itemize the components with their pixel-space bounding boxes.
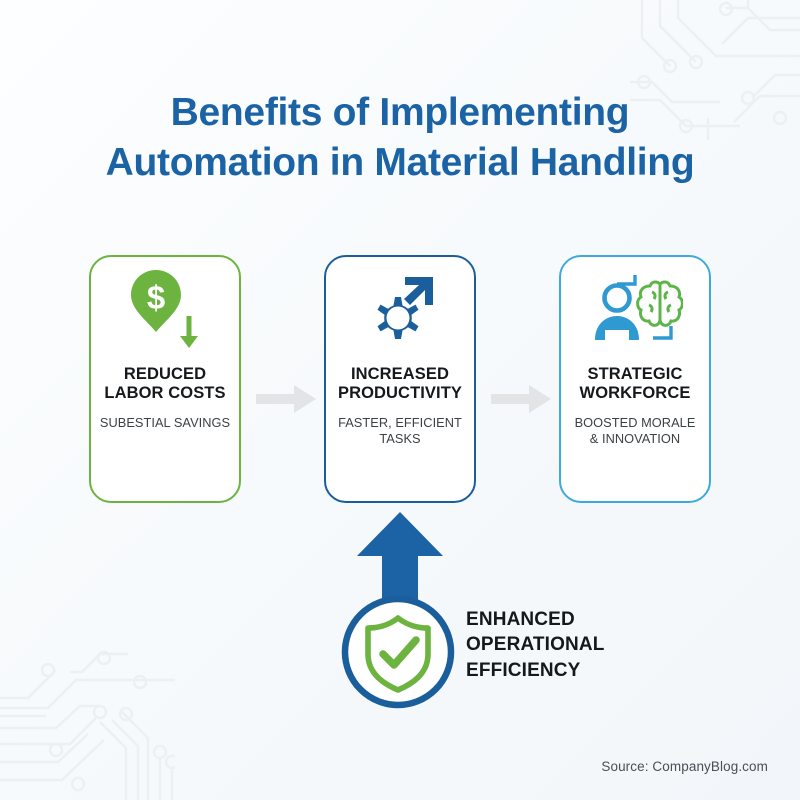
page-title-line-1: Benefits of Implementing [170, 91, 630, 135]
benefit-card-subtitle: SUBESTIAL SAVINGS [95, 415, 235, 431]
benefit-card-title: REDUCED LABOR COSTS [98, 365, 231, 404]
benefit-card-title: INCREASED PRODUCTIVITY [332, 365, 468, 404]
page-title: Benefits of Implementing Automation in M… [0, 88, 800, 188]
benefit-card-subtitle-line-1: BOOSTED MORALE [574, 414, 696, 430]
benefit-card-subtitle-line-1: SUBESTIAL SAVINGS [99, 414, 231, 430]
arrow-right-icon [256, 385, 316, 413]
benefit-card-subtitle-line-2: & INNOVATION [589, 430, 681, 446]
benefit-card-title-line-2: LABOR COSTS [104, 384, 226, 403]
badge-label-line-2: OPERATIONAL [466, 634, 605, 656]
benefit-card-increased-productivity[interactable]: INCREASED PRODUCTIVITY FASTER, EFFICIENT… [324, 255, 476, 503]
arrow-right-icon [491, 385, 551, 413]
gear-growth-arrow-icon [326, 257, 474, 365]
badge-label-line-3: EFFICIENCY [466, 659, 581, 681]
shield-check-icon [341, 595, 455, 709]
badge-label-line-1: ENHANCED [466, 609, 575, 630]
source-credit: Source: CompanyBlog.com [601, 759, 768, 774]
svg-text:$: $ [147, 279, 165, 316]
benefit-cards-row: $ REDUCED LABOR COSTS SUBESTIAL SAVINGS [0, 255, 800, 505]
benefit-card-subtitle: BOOSTED MORALE & INNOVATION [570, 415, 701, 447]
circuit-pattern-bottom-left [0, 650, 175, 800]
benefit-card-reduced-labor-costs[interactable]: $ REDUCED LABOR COSTS SUBESTIAL SAVINGS [89, 255, 241, 503]
arrow-up-icon [357, 512, 443, 617]
benefit-card-title-line-1: STRATEGIC [587, 365, 683, 383]
benefit-card-subtitle-line-1: FASTER, EFFICIENT TASKS [338, 414, 462, 446]
page-title-line-2: Automation in Material Handling [105, 141, 695, 185]
benefit-card-subtitle: FASTER, EFFICIENT TASKS [326, 415, 474, 447]
person-brain-icon [561, 257, 709, 365]
benefit-card-title-line-1: INCREASED [350, 365, 450, 383]
benefit-card-title-line-2: WORKFORCE [579, 384, 691, 403]
benefit-card-title-line-1: REDUCED [123, 365, 207, 383]
benefit-card-title-line-2: PRODUCTIVITY [337, 384, 463, 403]
badge-label: ENHANCED OPERATIONAL EFFICIENCY [466, 607, 605, 683]
benefit-card-title: STRATEGIC WORKFORCE [574, 365, 697, 404]
benefit-card-strategic-workforce[interactable]: STRATEGIC WORKFORCE BOOSTED MORALE & INN… [559, 255, 711, 503]
dollar-pin-down-arrow-icon: $ [91, 257, 239, 365]
